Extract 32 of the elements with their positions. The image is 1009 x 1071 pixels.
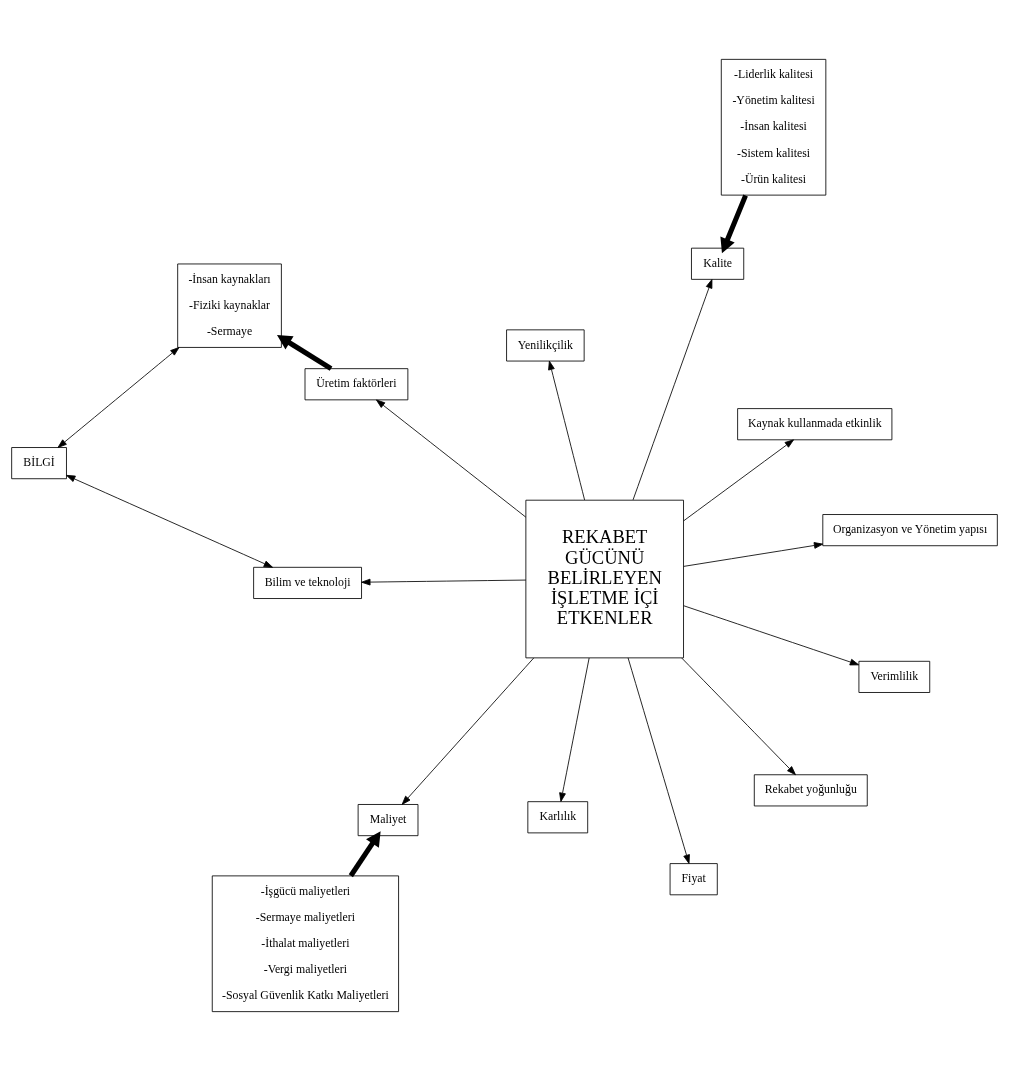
node-box: Organizasyon ve Yönetim yapısı	[822, 514, 998, 547]
node-box: Üretim faktörleri	[304, 368, 409, 401]
arrow	[720, 194, 748, 254]
node-box: REKABET GÜCÜNÜ BELİRLEYEN İŞLETME İÇİ ETKENLER	[525, 499, 684, 659]
arrow	[66, 474, 273, 568]
node-box: Kalite	[691, 247, 745, 280]
node-box: Fiyat	[669, 863, 718, 896]
arrow	[681, 657, 796, 776]
arrow	[348, 831, 381, 878]
node-box: Karlılık	[527, 801, 589, 834]
arrow	[401, 657, 535, 805]
node-box: Kaynak kullanmada etkinlik	[737, 408, 893, 441]
arrow	[559, 657, 590, 802]
node-box: Yenilikçilik	[506, 329, 585, 362]
arrow	[376, 399, 527, 518]
arrow	[627, 657, 690, 864]
node-box: Bilim ve teknoloji	[253, 566, 362, 599]
node-box: Maliyet	[357, 804, 419, 837]
node-box: -İnsan kaynakları -Fiziki kaynaklar -Sermaye	[177, 263, 282, 348]
arrow	[361, 578, 527, 586]
node-box: BİLGİ	[11, 447, 67, 480]
arrow	[548, 360, 586, 501]
arrow	[632, 279, 713, 501]
arrow	[683, 439, 794, 522]
node-box: Rekabet yoğunluğu	[753, 774, 868, 807]
arrow	[277, 335, 333, 371]
arrow	[683, 605, 860, 666]
node-box: -İşgücü maliyetleri -Sermaye maliyetleri -İthalat maliyetleri -Vergi maliyetleri -Sosyal Güvenlik Katkı Maliyetleri	[211, 875, 399, 1013]
arrow	[57, 347, 180, 448]
arrow	[683, 542, 824, 567]
node-box: Verimlilik	[858, 660, 931, 693]
node-box: -Liderlik kalitesi -Yönetim kalitesi -İnsan kalitesi -Sistem kalitesi -Ürün kalitesi	[720, 58, 827, 196]
